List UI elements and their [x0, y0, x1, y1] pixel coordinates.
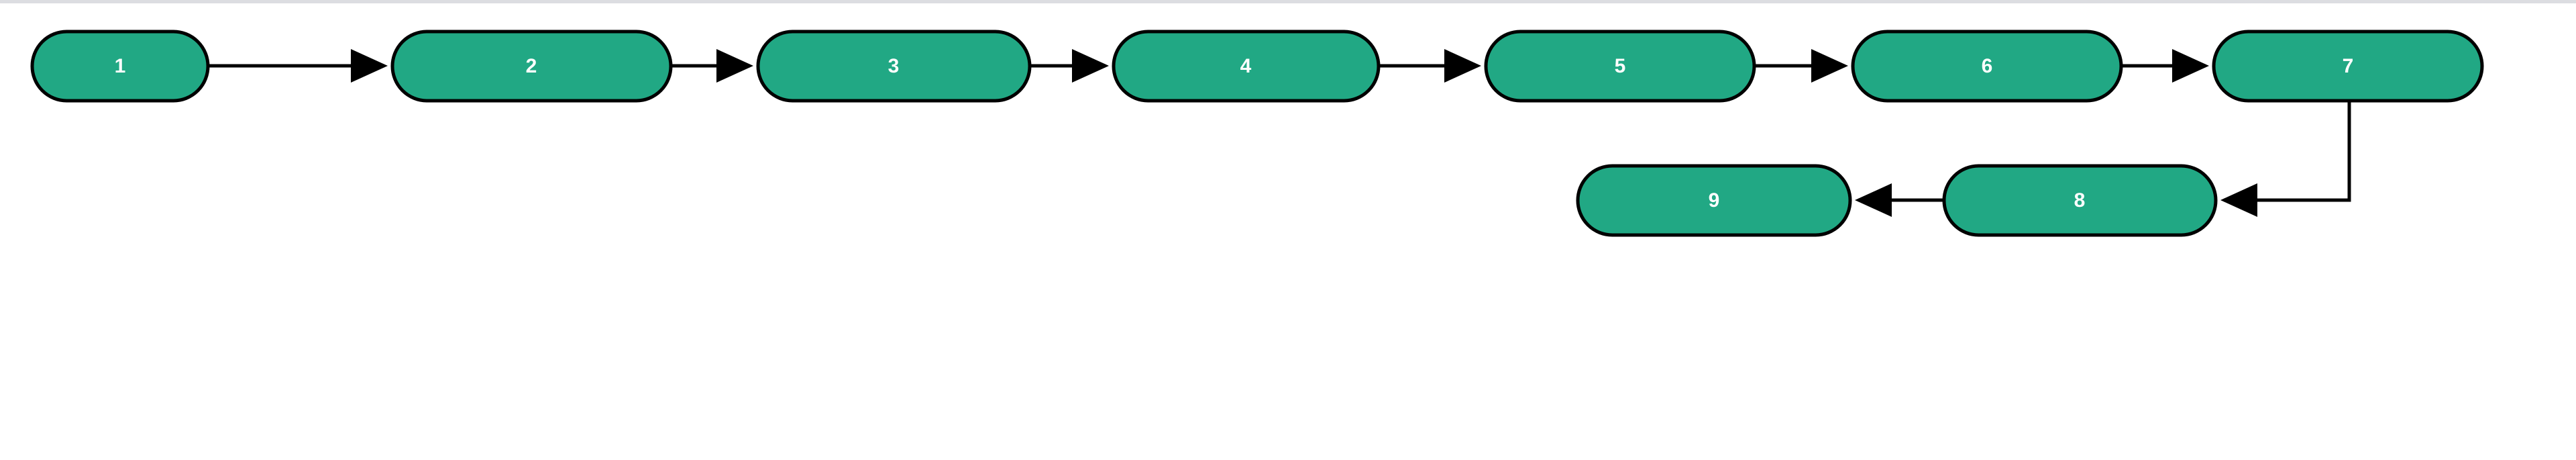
node-5-label: 5	[1615, 55, 1626, 77]
node-2[interactable]: 2	[390, 30, 673, 103]
node-7[interactable]: 7	[2212, 30, 2484, 103]
edge-7-to-8	[2220, 101, 2351, 217]
node-3-shape[interactable]	[756, 30, 1032, 103]
node-7-label: 7	[2343, 55, 2354, 77]
node-9-label: 9	[1709, 189, 1720, 212]
node-1-shape[interactable]	[30, 30, 210, 103]
node-2-label: 2	[526, 55, 537, 77]
node-1-label: 1	[115, 55, 126, 77]
nodes-layer: 1 2 3 4 5 6	[30, 30, 2484, 237]
node-5-shape[interactable]	[1484, 30, 1756, 103]
top-gray-strip	[0, 0, 2576, 3]
node-6[interactable]: 6	[1851, 30, 2123, 103]
node-6-label: 6	[1982, 55, 1993, 77]
node-2-shape[interactable]	[390, 30, 673, 103]
edges-layer	[208, 49, 2351, 217]
node-8[interactable]: 8	[1942, 164, 2218, 237]
node-4-label: 4	[1240, 55, 1252, 77]
node-9[interactable]: 9	[1576, 164, 1852, 237]
node-3-label: 3	[888, 55, 900, 77]
node-1[interactable]: 1	[30, 30, 210, 103]
node-6-shape[interactable]	[1851, 30, 2123, 103]
node-8-shape[interactable]	[1942, 164, 2218, 237]
node-4[interactable]: 4	[1112, 30, 1381, 103]
node-8-label: 8	[2074, 189, 2086, 212]
node-3[interactable]: 3	[756, 30, 1032, 103]
node-4-shape[interactable]	[1112, 30, 1381, 103]
node-9-shape[interactable]	[1576, 164, 1852, 237]
node-5[interactable]: 5	[1484, 30, 1756, 103]
node-7-shape[interactable]	[2212, 30, 2484, 103]
